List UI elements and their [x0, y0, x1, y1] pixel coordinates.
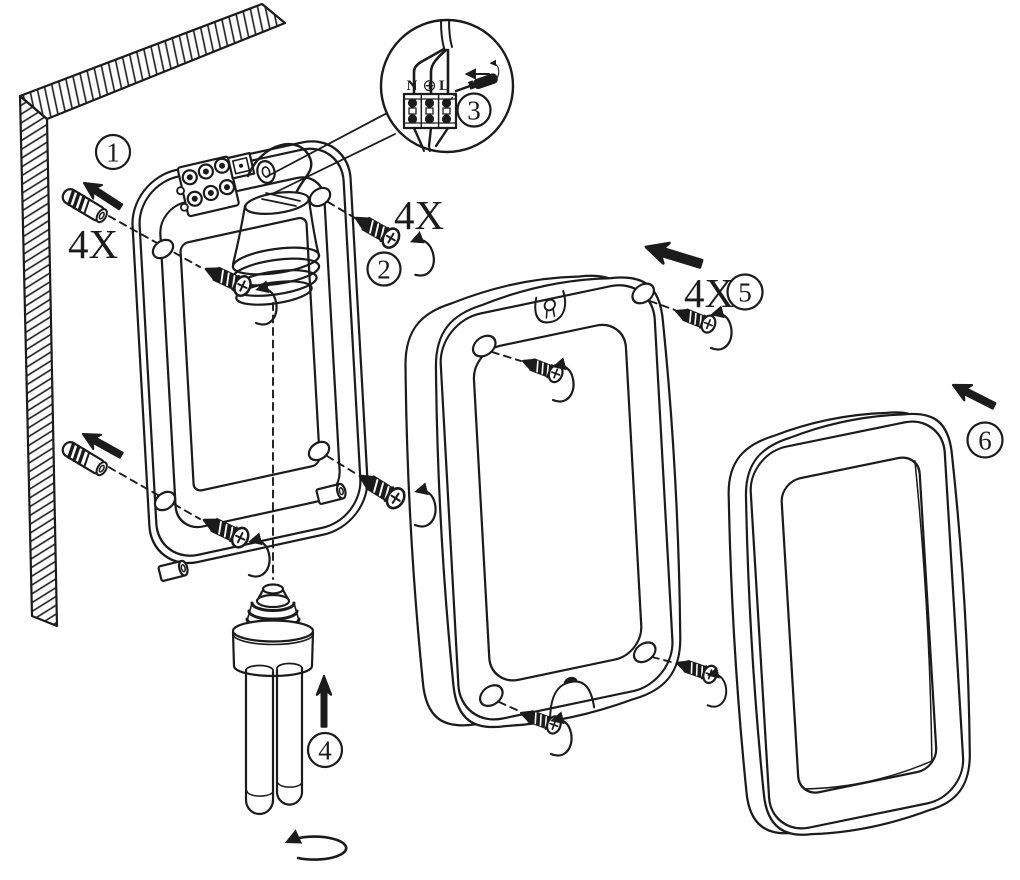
frame-screw — [673, 653, 721, 686]
rotate-arrow — [411, 238, 436, 276]
terminal-label-live: L — [439, 78, 449, 94]
frame-screw-hole — [479, 684, 504, 708]
insert-arrow — [948, 376, 999, 415]
wiring-detail: N ⊕ L — [379, 18, 515, 154]
bulb-rotate-arrow — [284, 829, 348, 861]
plate-screw-hole — [308, 186, 332, 208]
step-number: 2 — [377, 255, 391, 285]
wall-left-hatch — [18, 94, 59, 628]
gasket-frame — [397, 258, 689, 744]
wall — [18, 2, 287, 628]
frame-screw-hole — [471, 334, 497, 358]
terminal-block — [176, 155, 240, 218]
cable-grommet — [256, 160, 276, 184]
step-badge-5: 5 — [726, 273, 764, 311]
screwdriver-dash — [446, 92, 457, 105]
wall-top-hatch — [18, 2, 287, 121]
plate-screw-hole — [307, 440, 331, 462]
wire-earth — [429, 48, 448, 96]
frame-screw-hole — [632, 641, 657, 664]
step-number: 4 — [318, 736, 332, 766]
bottom-notch — [549, 676, 596, 718]
detail-leader-line — [265, 111, 390, 178]
alignment-dashes — [97, 201, 676, 712]
step-number: 3 — [467, 96, 481, 126]
keyhole-tab — [534, 290, 567, 324]
terminal-label-neutral: N — [407, 78, 418, 94]
screwdriver-icon — [454, 73, 498, 93]
frame-screw-hole — [631, 282, 656, 305]
step-badge-4: 4 — [306, 731, 344, 769]
step-number: 6 — [978, 426, 992, 456]
switch-component — [226, 151, 256, 180]
wire-neutral — [412, 47, 446, 96]
screw-boss — [157, 559, 189, 582]
quantity-label-frame-screws: 4X — [684, 270, 734, 316]
step-badge-1: 1 — [94, 133, 132, 171]
step-number: 1 — [106, 138, 120, 168]
bulb-insert-arrow — [315, 674, 333, 728]
step-badge-2: 2 — [366, 251, 402, 287]
bulb-tubes — [244, 662, 304, 816]
plate-screw-hole — [153, 490, 177, 512]
step-badge-6: 6 — [966, 421, 1004, 459]
earth-symbol-icon: ⊕ — [422, 76, 436, 95]
detail-leader-line — [273, 133, 396, 194]
screw-boss — [315, 482, 347, 505]
cfl-bulb — [231, 583, 348, 861]
quantity-label-anchors: 4X — [68, 221, 118, 267]
step-number: 5 — [738, 278, 752, 308]
quantity-label-base-screws: 4X — [394, 192, 444, 238]
detail-terminal-block — [402, 92, 458, 130]
plate-screw-hole — [151, 238, 175, 260]
step-badge-3: 3 — [456, 92, 492, 128]
insert-arrow — [641, 235, 706, 276]
front-cover — [721, 396, 978, 851]
